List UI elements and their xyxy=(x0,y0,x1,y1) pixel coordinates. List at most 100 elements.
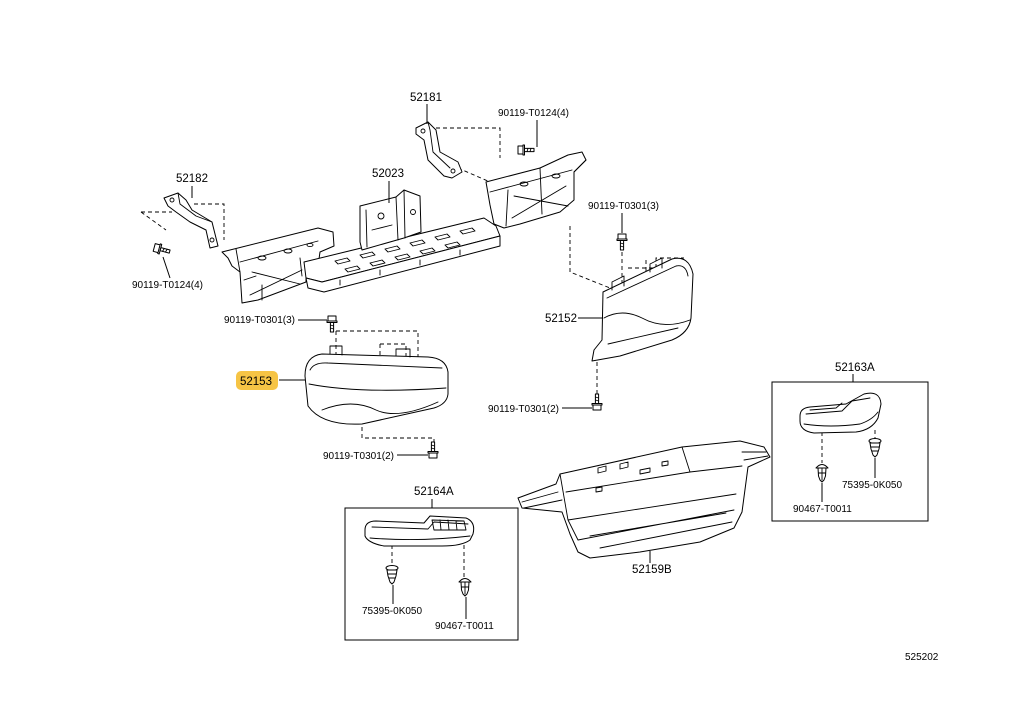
rear-step-detail xyxy=(521,446,769,549)
bolt-thread xyxy=(594,396,600,402)
assembly-dashed-lines xyxy=(140,127,876,578)
dashed-line-52182 xyxy=(140,203,225,240)
bolt-shaft xyxy=(430,441,436,452)
bracket-52181-body xyxy=(415,121,463,179)
clip-body xyxy=(869,442,881,458)
clip-75395-0k050-right xyxy=(868,438,882,458)
bolt-90119-t0301-right-upper xyxy=(616,233,628,251)
callout-52181[interactable]: 52181 xyxy=(410,92,442,104)
bolt-90119-t0301-mid-left xyxy=(326,315,338,333)
clip-75395-0k050-left xyxy=(385,565,399,585)
bolt-head xyxy=(152,243,163,255)
bolt-head xyxy=(616,233,628,241)
bolt-head xyxy=(326,315,338,323)
bolt-head xyxy=(517,144,525,156)
callout-fastener-right[interactable]: 90467-T0011 xyxy=(793,504,852,515)
bolt-90119-t0301-lower-left xyxy=(427,441,439,459)
clip-detail xyxy=(870,446,880,452)
crossmember-hole xyxy=(306,242,314,248)
crossmember-hole xyxy=(283,248,293,254)
bolt-thread xyxy=(329,324,335,330)
clip-detail xyxy=(387,573,397,579)
bracket-hole xyxy=(420,128,426,134)
callout-labels: 52181 90119-T0124(4) 52182 52023 90119-T… xyxy=(132,92,902,632)
callout-bolt-right-upper[interactable]: 90119-T0301(3) xyxy=(588,201,659,212)
crossmember-beam-holes xyxy=(334,227,476,273)
rear-step-slots xyxy=(595,460,669,493)
crossmember-beam-front-ribs xyxy=(339,249,461,286)
crossmember-hole xyxy=(410,209,416,215)
dashed-line-52163a xyxy=(821,430,876,463)
bracket-52182-body xyxy=(163,192,219,249)
callout-fastener-left[interactable]: 90467-T0011 xyxy=(435,621,494,632)
crossmember-center-bracket-detail xyxy=(365,189,406,248)
bracket-52182 xyxy=(163,192,219,249)
callout-bolt-left[interactable]: 90119-T0124(4) xyxy=(132,280,203,291)
step-pad-52153-body xyxy=(304,353,449,425)
callout-52153-selected[interactable]: 52153 xyxy=(240,376,272,388)
step-pad-52153 xyxy=(304,345,449,425)
crossmember-hole xyxy=(519,181,529,187)
step-pad-52152-detail xyxy=(603,257,691,345)
bracket-hole xyxy=(209,237,215,243)
callout-52164a[interactable]: 52164A xyxy=(414,486,454,498)
callout-bolt-mid-left[interactable]: 90119-T0301(3) xyxy=(224,315,295,326)
bolt-thread xyxy=(430,444,436,450)
step-pad-52164a xyxy=(364,515,475,547)
callout-clip-left[interactable]: 75395-0K050 xyxy=(362,606,422,617)
bolt-shaft xyxy=(594,393,600,404)
clip-body xyxy=(386,569,398,585)
leader-line-bolt-left xyxy=(162,256,171,279)
bolt-head xyxy=(427,451,439,459)
step-pad-52163a-body xyxy=(799,392,882,434)
fastener-detail xyxy=(461,581,469,595)
callout-52152[interactable]: 52152 xyxy=(545,313,577,325)
bracket-52181 xyxy=(415,121,463,179)
crossmember-52023 xyxy=(221,151,587,304)
callout-bolt-lower-left[interactable]: 90119-T0301(2) xyxy=(323,451,394,462)
callout-52182[interactable]: 52182 xyxy=(176,173,208,185)
leader-lines xyxy=(162,104,876,619)
bracket-52181-detail xyxy=(427,121,451,169)
bolt-thread xyxy=(162,248,168,253)
crossmember-beam-front xyxy=(305,235,501,293)
bolt-shaft xyxy=(159,247,171,254)
callout-clip-right[interactable]: 75395-0K050 xyxy=(842,480,902,491)
callout-bolt-right-lower[interactable]: 90119-T0301(2) xyxy=(488,404,559,415)
step-pad-52152-body xyxy=(591,257,694,362)
crossmember-hole xyxy=(257,255,267,261)
bracket-hole xyxy=(169,197,175,203)
callout-highlight xyxy=(236,371,278,390)
dashed-line-52181 xyxy=(436,127,501,183)
dashed-line-52164a xyxy=(391,545,465,578)
crossmember-center-bracket xyxy=(359,189,422,251)
fastener-90467-t0011-left xyxy=(458,578,472,597)
bolt-shaft xyxy=(524,147,535,153)
bracket-hole xyxy=(450,168,456,174)
fastener-detail xyxy=(818,467,826,481)
fastener-90467-t0011-right xyxy=(815,464,829,483)
bolt-90119-t0124-top xyxy=(517,144,535,156)
step-pad-52163a xyxy=(799,392,882,434)
bolt-thread xyxy=(619,242,625,248)
callout-bolt-top[interactable]: 90119-T0124(4) xyxy=(498,108,569,119)
group-box-52163a xyxy=(771,381,929,522)
callout-52023[interactable]: 52023 xyxy=(372,168,404,180)
callout-52159b[interactable]: 52159B xyxy=(632,564,672,576)
callout-52163a[interactable]: 52163A xyxy=(835,362,875,374)
crossmember-hole xyxy=(377,212,385,220)
bracket-52182-detail xyxy=(177,192,213,223)
bolt-shaft xyxy=(329,322,335,333)
fastener-head xyxy=(815,464,829,469)
step-pad-52153-detail xyxy=(308,345,447,415)
step-pad-52164a-detail xyxy=(369,519,471,541)
crossmember-hole xyxy=(551,173,561,179)
step-pad-52152 xyxy=(591,257,694,362)
crossmember-right-end-plate xyxy=(485,151,587,229)
crossmember-right-detail xyxy=(489,159,587,227)
bolt-90119-t0301-right-lower xyxy=(591,393,603,411)
bolt-shaft xyxy=(619,240,625,251)
bolt-head xyxy=(591,403,603,411)
